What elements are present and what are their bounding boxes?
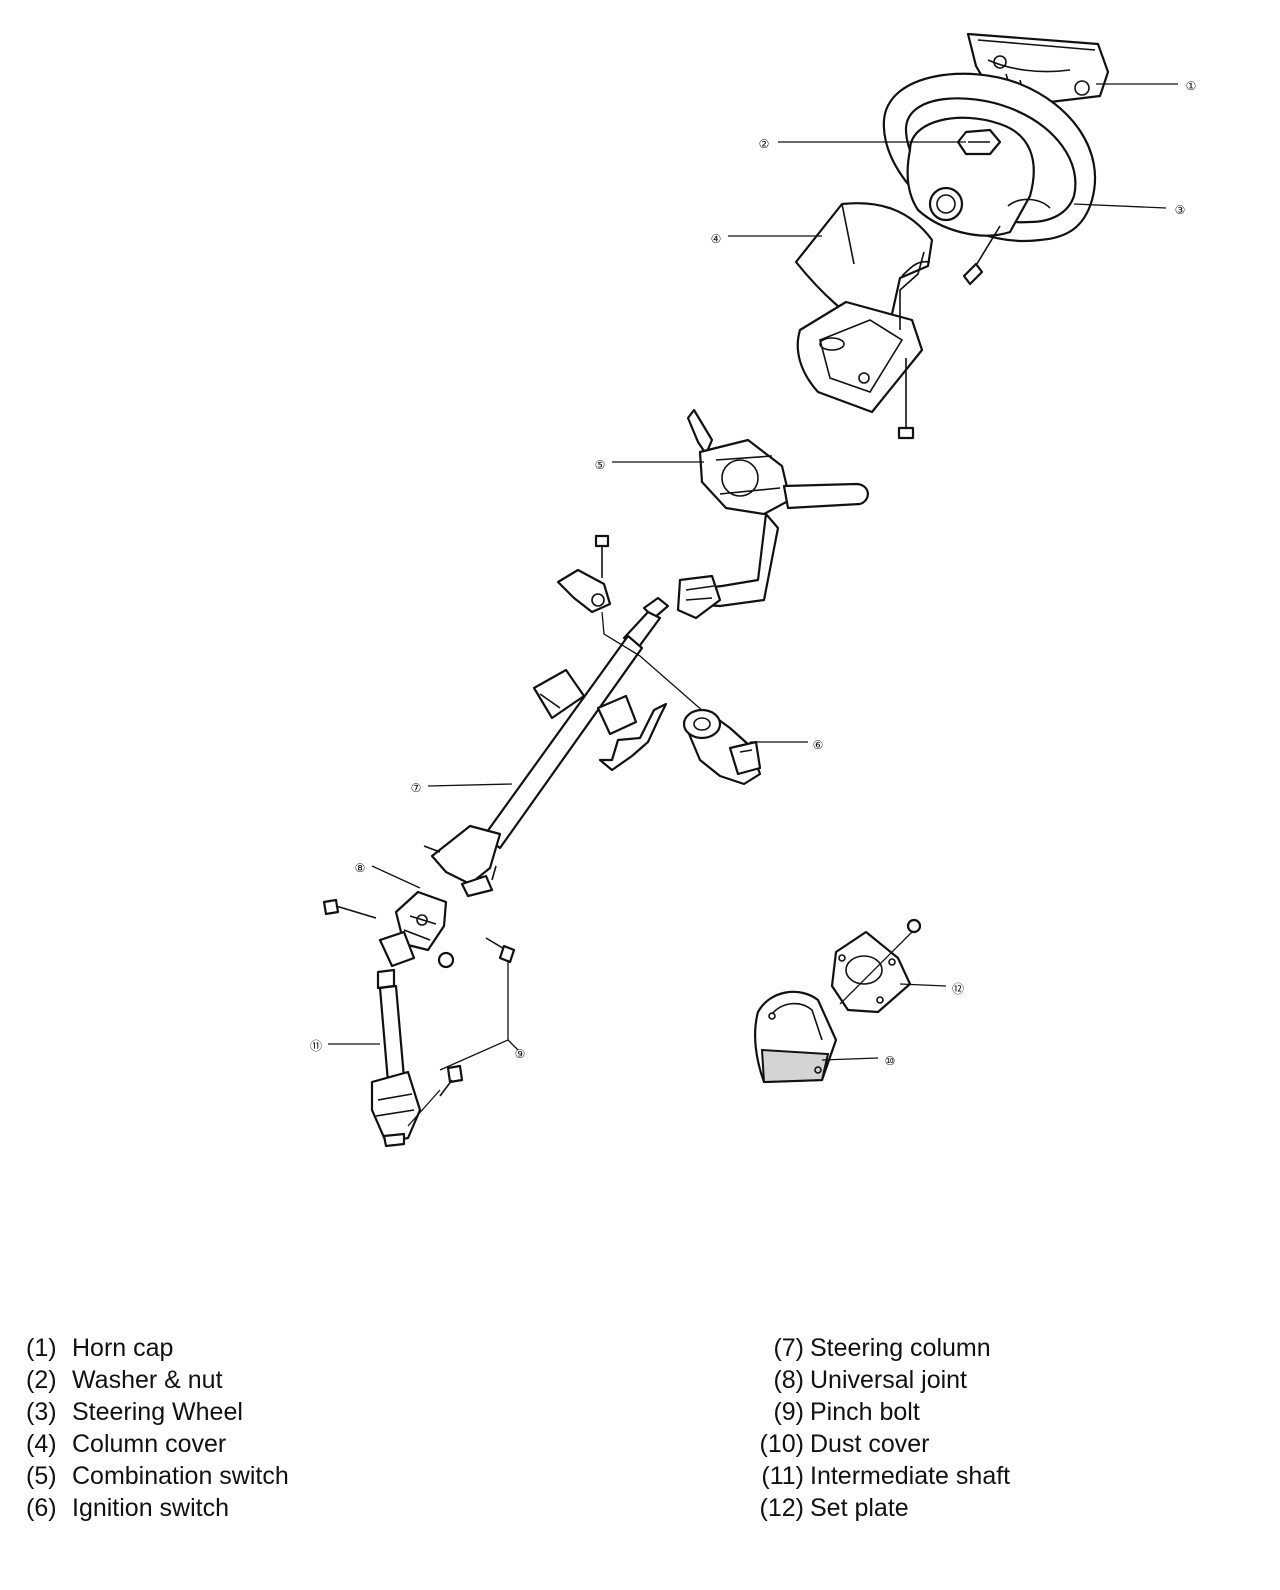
legend-item: (9)Pinch bolt bbox=[748, 1396, 1010, 1428]
legend-item: (1) Horn cap bbox=[26, 1332, 289, 1364]
intermediate-shaft-part bbox=[370, 968, 422, 1148]
legend-number: (2) bbox=[26, 1366, 57, 1394]
legend-item: (12)Set plate bbox=[748, 1492, 1010, 1524]
shaft-bolt-part bbox=[439, 1064, 464, 1097]
legend-number: (5) bbox=[26, 1462, 57, 1490]
legend-label: Washer & nut bbox=[72, 1366, 223, 1394]
joint-bolt-left-part bbox=[322, 898, 377, 919]
legend-item: (4) Column cover bbox=[26, 1428, 289, 1460]
legend-label: Universal joint bbox=[810, 1366, 968, 1394]
ignition-switch-part bbox=[682, 708, 762, 786]
legend-label: Ignition switch bbox=[72, 1494, 230, 1522]
callout-label: ⑨ bbox=[515, 1047, 526, 1061]
dust-cover-part bbox=[754, 990, 838, 1084]
leader-lines bbox=[328, 83, 1178, 1127]
callout-label: ⑩ bbox=[885, 1054, 896, 1068]
callout-label: ⑧ bbox=[355, 861, 366, 875]
column-bracket-part bbox=[556, 568, 705, 713]
callout-9: ⑨ bbox=[515, 1047, 526, 1061]
legend-label: Steering Wheel bbox=[72, 1398, 243, 1426]
callout-12: ⑫ bbox=[952, 982, 964, 996]
legend-item: (11)Intermediate shaft bbox=[748, 1460, 1010, 1492]
callout-7: ⑦ bbox=[411, 781, 422, 795]
legend-item: (10)Dust cover bbox=[748, 1428, 1010, 1460]
legend-label: Steering column bbox=[810, 1334, 991, 1362]
legend-number: (12) bbox=[759, 1494, 804, 1522]
legend-item: (2) Washer & nut bbox=[26, 1364, 289, 1396]
column-cover-lower-part bbox=[796, 251, 925, 414]
joint-bolt-right-part bbox=[485, 937, 516, 964]
callout-label: ② bbox=[759, 137, 770, 151]
callout-8: ⑧ bbox=[355, 861, 366, 875]
wheel-screw-part bbox=[962, 225, 1001, 286]
legend-number: (9) bbox=[773, 1398, 804, 1426]
steering-column-part bbox=[423, 596, 670, 898]
column-bolt-part bbox=[594, 534, 610, 578]
legend-number: (7) bbox=[773, 1334, 804, 1362]
callout-11: ⑪ bbox=[310, 1039, 322, 1053]
legend-number: (11) bbox=[761, 1462, 804, 1490]
legend-item: (6) Ignition switch bbox=[26, 1492, 289, 1524]
callout-1: ① bbox=[1186, 79, 1197, 93]
legend-label: Column cover bbox=[72, 1430, 227, 1458]
legend-number: (1) bbox=[26, 1334, 57, 1362]
legend-left-column: (1) Horn cap (2) Washer & nut (3) Steering … bbox=[26, 1332, 289, 1524]
legend-label: Intermediate shaft bbox=[810, 1462, 1011, 1490]
column-cover-upper-part bbox=[794, 202, 934, 334]
set-plate-nut-part bbox=[906, 918, 922, 934]
legend-item: (7)Steering column bbox=[748, 1332, 1010, 1364]
legend-right-column: (7)Steering column (8)Universal joint (9… bbox=[748, 1332, 1011, 1524]
callout-label: ⑫ bbox=[952, 982, 964, 996]
legend-number: (4) bbox=[26, 1430, 57, 1458]
cover-screw-part bbox=[897, 358, 915, 440]
legend-label: Dust cover bbox=[810, 1430, 930, 1458]
callout-label: ③ bbox=[1175, 203, 1186, 217]
callout-10: ⑩ bbox=[885, 1054, 896, 1068]
callout-label: ⑪ bbox=[310, 1039, 322, 1053]
legend-number: (3) bbox=[26, 1398, 57, 1426]
callout-5: ⑤ bbox=[595, 458, 606, 472]
steering-wheel-part bbox=[882, 72, 1097, 243]
callout-6: ⑥ bbox=[813, 738, 824, 752]
callout-label: ① bbox=[1186, 79, 1197, 93]
legend-number: (10) bbox=[759, 1430, 804, 1458]
callout-3: ③ bbox=[1175, 203, 1186, 217]
exploded-view-diagram: ① ② ③ ④ ⑤ ⑥ ⑦ ⑧ ⑨ ⑪ ⑫ ⑩ bbox=[310, 32, 1197, 1148]
joint-nut-part bbox=[437, 951, 455, 969]
callout-label: ④ bbox=[711, 232, 722, 246]
legend-label: Set plate bbox=[810, 1494, 909, 1522]
callout-4: ④ bbox=[711, 232, 722, 246]
callout-label: ⑦ bbox=[411, 781, 422, 795]
legend-item: (3) Steering Wheel bbox=[26, 1396, 289, 1428]
legend-label: Pinch bolt bbox=[810, 1398, 920, 1426]
legend-number: (8) bbox=[773, 1366, 804, 1394]
legend-item: (5) Combination switch bbox=[26, 1460, 289, 1492]
universal-joint-part bbox=[378, 890, 448, 968]
callout-label: ⑥ bbox=[813, 738, 824, 752]
legend-item: (8)Universal joint bbox=[748, 1364, 1010, 1396]
callout-label: ⑤ bbox=[595, 458, 606, 472]
legend-label: Combination switch bbox=[72, 1462, 289, 1490]
legend-number: (6) bbox=[26, 1494, 57, 1522]
legend-label: Horn cap bbox=[72, 1334, 174, 1362]
combination-switch-part bbox=[676, 408, 869, 620]
callout-2: ② bbox=[759, 137, 770, 151]
